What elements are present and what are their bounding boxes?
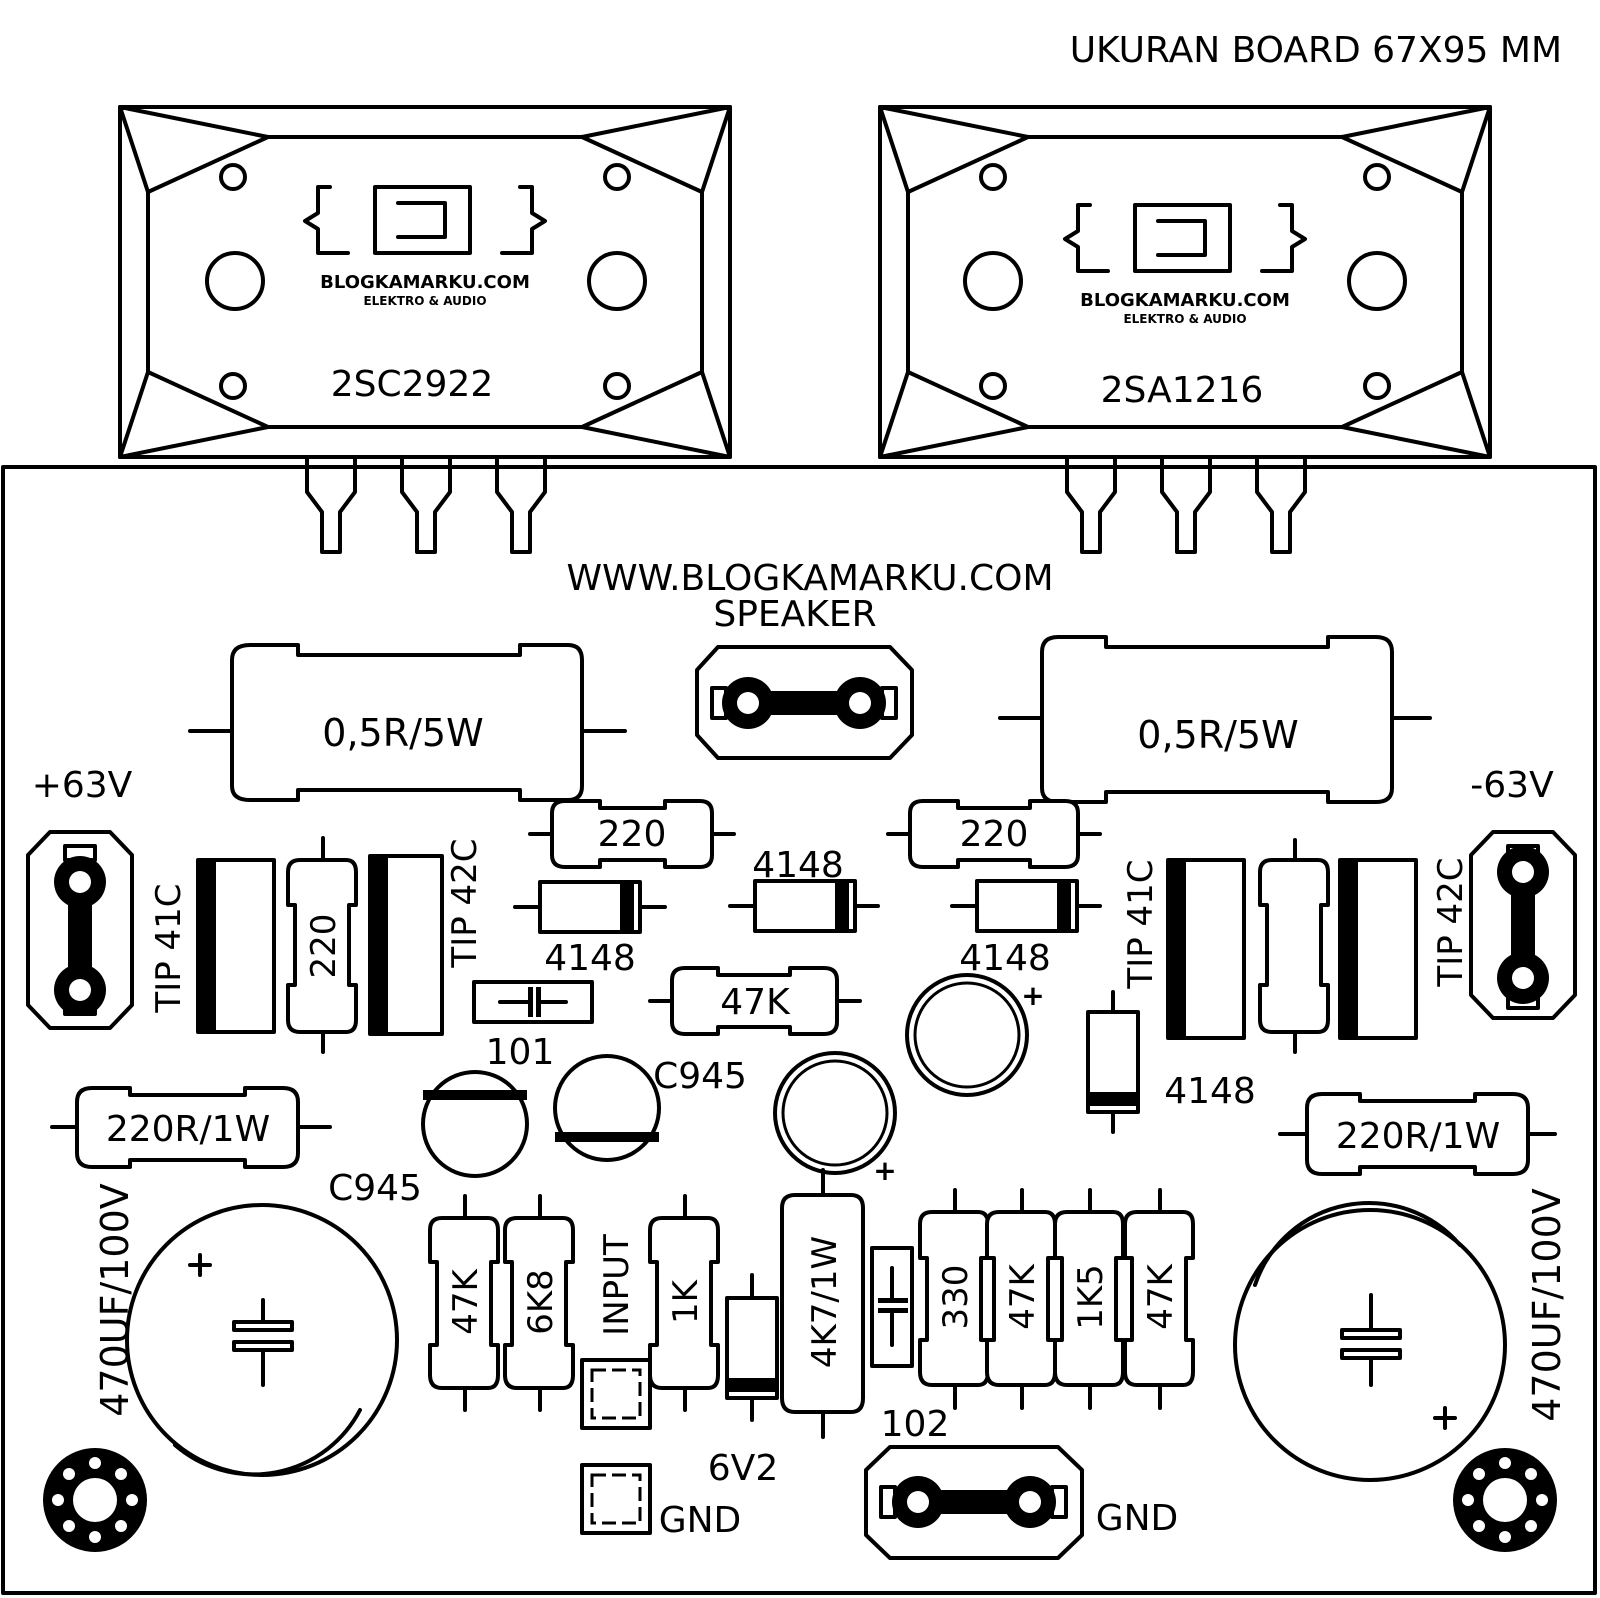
zener-diode-6v2: 6V2: [708, 1273, 779, 1489]
label-470uf-right: 470UF/100V: [1525, 1188, 1569, 1422]
label-tip41c-left: TIP 41C: [149, 883, 189, 1013]
resistor-47k-a: 47K: [428, 1194, 500, 1412]
label-4k7: 4K7/1W: [805, 1236, 845, 1368]
mounting-hole-left: [43, 1448, 147, 1552]
resistor-220-right: 220: [886, 799, 1102, 869]
power-terminal-positive: [26, 830, 134, 1030]
power-transistor-2sc2922: BLOGKAMARKU.COM ELEKTRO & AUDIO 2SC2922: [118, 105, 732, 554]
electrolytic-capacitor-small-center: +: [773, 1051, 897, 1187]
resistor-47k-mid: 47K: [648, 966, 862, 1036]
input-label: INPUT: [597, 1234, 637, 1336]
label-1k: 1K: [666, 1278, 706, 1324]
resistor-1k5: 1K5: [1053, 1188, 1125, 1410]
website-label: WWW.BLOGKAMARKU.COM: [566, 558, 1053, 599]
transistor-c945-right: C945: [553, 1054, 747, 1162]
label-2sc2922: 2SC2922: [331, 364, 494, 405]
resistor-6k8: 6K8: [503, 1194, 575, 1412]
label-101: 101: [486, 1032, 555, 1073]
label-220r-left: 220R/1W: [106, 1109, 270, 1150]
logo-tagline-right: ELEKTRO & AUDIO: [1123, 312, 1246, 326]
label-2sa1216: 2SA1216: [1101, 370, 1264, 411]
label-220r-right: 220R/1W: [1336, 1116, 1500, 1157]
capacitor-102: 102: [870, 1246, 950, 1445]
resistor-220-vertical-left: 220: [286, 836, 358, 1054]
driver-transistor-tip41c-right: TIP 41C: [1121, 858, 1246, 1040]
resistor-47k-b: 47K: [985, 1188, 1057, 1410]
logo-tagline-left: ELEKTRO & AUDIO: [363, 294, 486, 308]
label-6k8: 6K8: [521, 1269, 561, 1335]
gnd-connector: GND: [864, 1445, 1179, 1560]
gnd-label-right: GND: [1096, 1498, 1179, 1539]
plus-mark-small-cap-right: +: [1021, 979, 1044, 1012]
resistor-47k-c: 47K: [1123, 1188, 1195, 1410]
speaker-connector: [695, 645, 914, 760]
power-transistor-2sa1216: BLOGKAMARKU.COM ELEKTRO & AUDIO 2SA1216: [878, 105, 1492, 554]
label-47k-mid: 47K: [720, 982, 791, 1023]
label-c945-right: C945: [653, 1056, 747, 1097]
label-4148-top: 4148: [752, 845, 844, 886]
label-4148-left: 4148: [544, 938, 636, 979]
label-330: 330: [936, 1265, 976, 1330]
electrolytic-capacitor-small-right: +: [905, 973, 1045, 1097]
plus-mark-small-cap-center: +: [873, 1154, 896, 1187]
logo-site-text-right: BLOGKAMARKU.COM: [1080, 290, 1290, 311]
label-minus-63v: -63V: [1470, 765, 1554, 806]
label-220-vertical: 220: [304, 914, 344, 979]
label-1k5: 1K5: [1071, 1264, 1111, 1330]
board-size-title: UKURAN BOARD 67X95 MM: [1070, 30, 1562, 71]
filter-capacitor-right: 470UF/100V: [1233, 1188, 1569, 1482]
diode-4148-vertical: 4148: [1086, 990, 1256, 1134]
label-6v2: 6V2: [708, 1448, 778, 1489]
board-outline: [1, 465, 1597, 1595]
resistor-0r5-left: 0,5R/5W: [188, 643, 627, 802]
label-tip41c-right: TIP 41C: [1121, 859, 1161, 989]
input-pad: [580, 1358, 652, 1430]
driver-transistor-tip41c-left: TIP 41C: [149, 858, 276, 1034]
label-47k-b: 47K: [1003, 1263, 1043, 1330]
label-470uf-left: 470UF/100V: [93, 1183, 137, 1417]
label-0r5-right: 0,5R/5W: [1137, 713, 1298, 757]
capacitor-101: 101: [472, 980, 594, 1073]
label-4148-right: 4148: [959, 938, 1051, 979]
blogkamarku-logo-left: BLOGKAMARKU.COM ELEKTRO & AUDIO: [303, 185, 547, 308]
label-plus-63v: +63V: [32, 765, 133, 806]
label-tip42c-left: TIP 42C: [445, 838, 485, 968]
label-4148-vertical: 4148: [1164, 1071, 1256, 1112]
label-tip42c-right: TIP 42C: [1431, 857, 1471, 987]
resistor-220-left: 220: [528, 799, 736, 869]
gnd-pad-left: GND: [580, 1463, 742, 1541]
resistor-220r-1w-left: 220R/1W: [50, 1086, 332, 1169]
resistor-vertical-right: [1258, 838, 1330, 1054]
label-c945-left: C945: [328, 1168, 422, 1209]
label-47k-c: 47K: [1141, 1263, 1181, 1330]
resistor-0r5-right: 0,5R/5W: [998, 635, 1432, 804]
transistor-c945-left: C945: [328, 1070, 529, 1209]
resistor-4k7-1w: 4K7/1W: [780, 1168, 865, 1439]
diode-4148-top: 4148: [728, 845, 880, 933]
blogkamarku-logo-right: BLOGKAMARKU.COM ELEKTRO & AUDIO: [1063, 203, 1307, 326]
label-220-left: 220: [598, 814, 667, 855]
mounting-hole-right: [1453, 1448, 1557, 1552]
resistor-1k: 1K: [648, 1194, 720, 1412]
label-0r5-left: 0,5R/5W: [322, 711, 483, 755]
speaker-label: SPEAKER: [713, 594, 876, 635]
resistor-220r-1w-right: 220R/1W: [1278, 1092, 1557, 1176]
resistor-330: 330: [918, 1188, 990, 1410]
filter-capacitor-left: 470UF/100V: [93, 1183, 399, 1477]
label-102: 102: [881, 1404, 950, 1445]
logo-site-text-left: BLOGKAMARKU.COM: [320, 272, 530, 293]
power-terminal-negative: [1469, 830, 1577, 1020]
label-47k-a: 47K: [446, 1268, 486, 1335]
label-220-right: 220: [960, 814, 1029, 855]
driver-transistor-tip42c-right: TIP 42C: [1338, 857, 1471, 1040]
diode-4148-left: 4148: [513, 880, 667, 979]
gnd-label-left: GND: [659, 1500, 742, 1541]
driver-transistor-tip42c-left: TIP 42C: [368, 838, 485, 1036]
diode-4148-right: 4148: [950, 879, 1102, 979]
